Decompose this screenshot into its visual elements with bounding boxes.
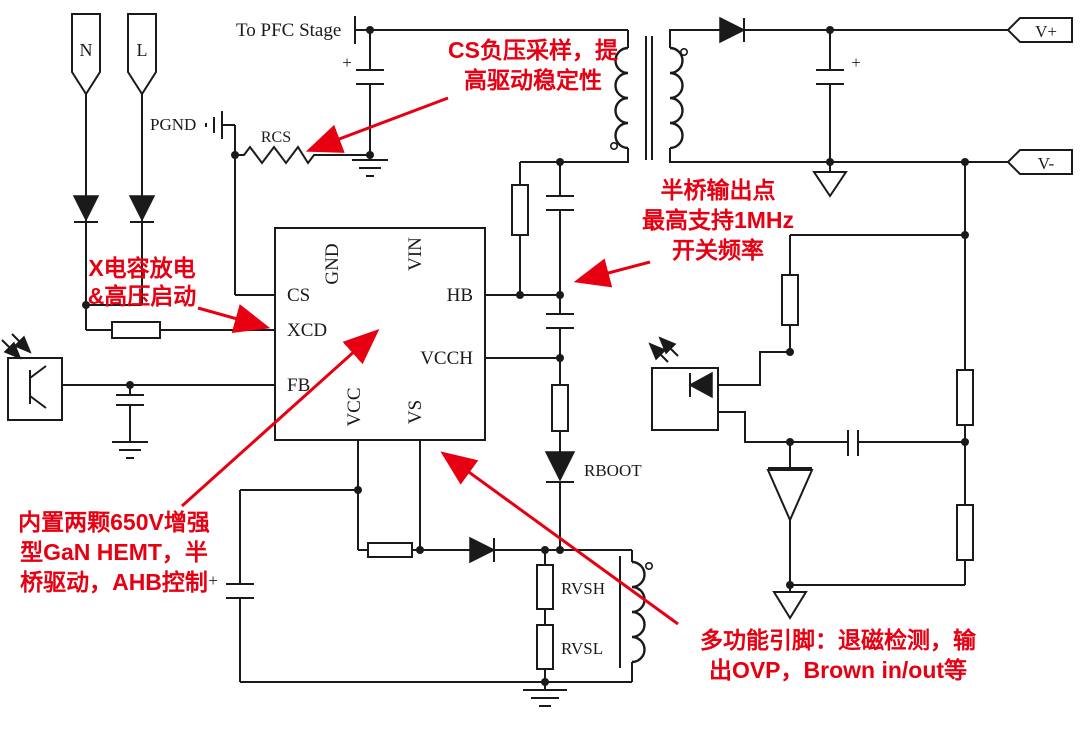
feedback-bias-resistor — [781, 274, 799, 326]
annotation-gan-line2: 型GaN HEMT，半 — [20, 539, 208, 565]
pfc-cap-plus-sign: + — [342, 53, 352, 72]
opto-emitter — [648, 336, 719, 431]
resonant-capacitor — [546, 162, 574, 295]
ic-pin-gnd: GND — [322, 243, 343, 284]
ic-pin-vcch: VCCH — [420, 348, 473, 369]
ic-pin-vin: VIN — [405, 237, 426, 271]
sense-resistor-lower — [956, 504, 974, 561]
annotation-multi-line1: 多功能引脚：退磁检测，输 — [700, 627, 977, 653]
rboot-label: RBOOT — [584, 461, 642, 480]
ic-pin-vs: VS — [405, 400, 426, 424]
input-diode-n — [72, 195, 100, 223]
primary-polarity-dot — [609, 142, 618, 151]
annotation-gan-line3: 桥驱动，AHB控制 — [20, 569, 208, 595]
aux-polarity-dot — [644, 561, 653, 570]
annotation-cs-line2: 高驱动稳定性 — [464, 67, 602, 93]
ic-pin-cs: CS — [287, 285, 310, 306]
aux-winding — [619, 556, 653, 668]
controller-ic: CS XCD FB HB VCCH GND VIN VCC VS — [274, 227, 560, 550]
feedback-network — [648, 162, 974, 620]
pgnd-rcs-section: PGND RCS — [150, 111, 370, 296]
vcc-series-resistor — [367, 542, 413, 558]
annotation-hb-line3: 开关频率 — [672, 237, 764, 263]
fb-filter-capacitor — [116, 385, 144, 442]
rvsl-resistor — [536, 624, 554, 670]
vminus-terminal-flag: V- — [1006, 149, 1073, 175]
output-capacitor: + — [816, 30, 861, 172]
to-pfc-stage-label: To PFC Stage — [236, 20, 341, 41]
shunt-regulator — [766, 442, 814, 592]
annotation-multi-line2: 出OVP，Brown in/out等 — [709, 657, 967, 683]
ic-pin-vcc: VCC — [344, 387, 365, 426]
rcs-resistor: RCS — [235, 129, 370, 165]
ic-pin-xcd: XCD — [287, 320, 327, 341]
annotation-multi-arrow — [440, 451, 679, 626]
rcs-label: RCS — [261, 129, 291, 146]
vplus-label: V+ — [1035, 22, 1057, 41]
vcc-cap-plus-sign: + — [208, 571, 218, 590]
fb-earth-symbol — [112, 441, 148, 459]
annotation-xcap: X电容放电 &高压启动 — [88, 255, 271, 333]
opto-receiver — [1, 333, 275, 459]
junction-dots — [82, 26, 969, 686]
neutral-terminal-flag: N — [71, 13, 101, 96]
ic-pin-fb: FB — [287, 375, 310, 396]
main-transformer — [520, 29, 1008, 163]
annotation-cs-arrow — [305, 96, 449, 153]
sense-resistor-upper — [956, 369, 974, 426]
vplus-terminal-flag: V+ — [1006, 17, 1073, 43]
annotation-gan-arrow — [180, 328, 380, 508]
bootstrap-network: RBOOT — [544, 358, 642, 550]
pfc-bulk-capacitor: + — [342, 30, 384, 160]
rvsl-label: RVSL — [561, 639, 603, 658]
output-rectifier-diode — [719, 16, 746, 44]
annotation-gan: 内置两颗650V增强 型GaN HEMT，半 桥驱动，AHB控制 — [18, 328, 380, 595]
vcc-network: + — [208, 489, 633, 683]
bootstrap-capacitor — [546, 295, 574, 358]
rvsh-label: RVSH — [561, 579, 605, 598]
hb-divider-resistor — [511, 184, 529, 236]
compensation-capacitor — [790, 430, 965, 456]
secondary-polarity-dot — [679, 47, 688, 56]
pfc-rail-section: To PFC Stage + — [236, 16, 629, 177]
half-bridge-network — [511, 162, 574, 358]
xcd-series-resistor — [111, 321, 161, 339]
annotation-cs-sampling: CS负压采样，提 高驱动稳定性 — [305, 37, 619, 153]
live-terminal-label: L — [137, 40, 148, 60]
vcc-diode — [469, 536, 496, 564]
primary-earth-symbol — [352, 159, 388, 177]
boot-resistor — [551, 384, 569, 432]
annotation-half-bridge: 半桥输出点 最高支持1MHz 开关频率 — [573, 177, 794, 288]
annotation-hb-line1: 半桥输出点 — [661, 177, 776, 203]
pgnd-earth-symbol — [205, 111, 223, 139]
mains-input-section: N L — [71, 13, 275, 339]
aux-earth-symbol — [523, 689, 567, 707]
annotation-hb-line2: 最高支持1MHz — [642, 207, 794, 233]
feedback-ground-triangle — [772, 591, 808, 620]
output-section: V+ V- + — [719, 16, 1073, 198]
annotation-xcap-line2: &高压启动 — [88, 283, 197, 309]
ic-pin-hb: HB — [447, 285, 473, 306]
rvsh-resistor — [536, 564, 554, 610]
vminus-label: V- — [1038, 154, 1055, 173]
annotation-gan-line1: 内置两颗650V增强 — [18, 509, 210, 535]
annotation-xcap-arrow — [197, 304, 271, 333]
output-cap-plus-sign: + — [851, 53, 861, 72]
live-terminal-flag: L — [127, 13, 157, 96]
annotation-cs-line1: CS负压采样，提 — [448, 37, 619, 63]
output-ground-triangle — [812, 171, 848, 198]
annotation-multi-pin: 多功能引脚：退磁检测，输 出OVP，Brown in/out等 — [440, 451, 977, 683]
pgnd-label: PGND — [150, 115, 196, 134]
annotation-hb-arrow — [573, 258, 651, 288]
input-diode-l — [128, 195, 156, 223]
annotation-xcap-line1: X电容放电 — [88, 255, 195, 281]
rboot-diode — [544, 451, 576, 483]
neutral-terminal-label: N — [80, 40, 93, 60]
